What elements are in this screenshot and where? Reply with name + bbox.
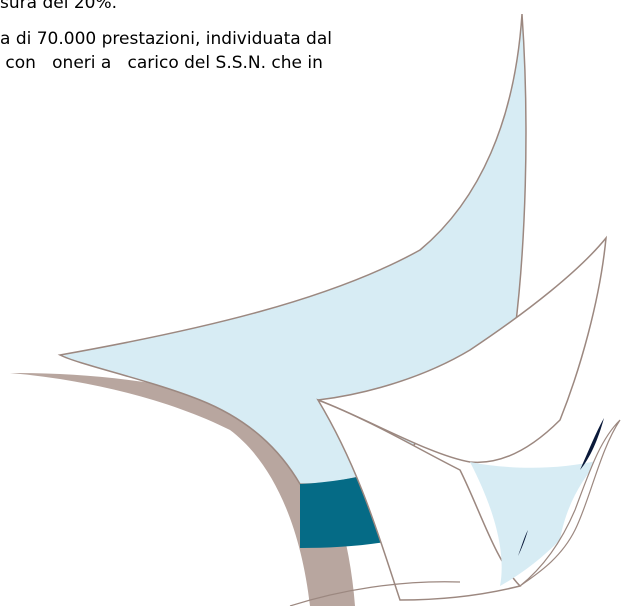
body-text-line: sura del 20%.: [0, 0, 118, 13]
sail-navy-accent: [518, 530, 528, 556]
sail-small-edge: [519, 419, 621, 587]
body-text-line: a di 70.000 prestazioni, individuata dal: [0, 29, 332, 49]
body-text-line: con oneri a carico del S.S.N. che in: [0, 53, 323, 73]
sail-swoosh: [289, 581, 461, 606]
sail-lower: [316, 398, 522, 601]
sail-navy-accent: [580, 418, 604, 470]
sail-medium: [317, 235, 607, 464]
sail-small: [470, 460, 600, 586]
